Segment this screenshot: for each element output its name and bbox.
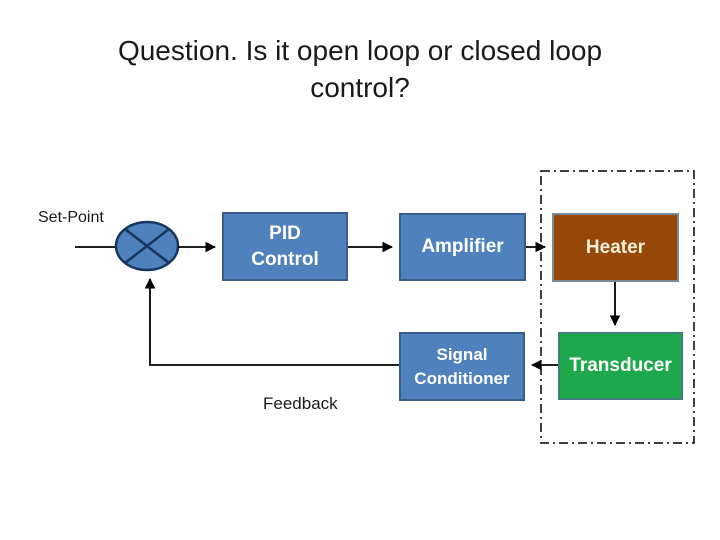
block-amplifier: Amplifier <box>399 213 526 281</box>
block-signal-conditioner: Signal Conditioner <box>399 332 525 401</box>
feedback-path-to-junction <box>144 277 399 366</box>
feedback-label: Feedback <box>263 394 338 413</box>
plant-boundary-dashdot-box <box>540 170 695 444</box>
block-pid-control: PID Control <box>222 212 348 281</box>
slide-title: Question. Is it open loop or closed loop… <box>117 35 603 103</box>
set-point-label: Set-Point <box>38 209 104 226</box>
block-heater: Heater <box>552 213 679 282</box>
block-transducer: Transducer <box>558 332 683 400</box>
summing-junction-cross-line-2 <box>124 227 170 265</box>
